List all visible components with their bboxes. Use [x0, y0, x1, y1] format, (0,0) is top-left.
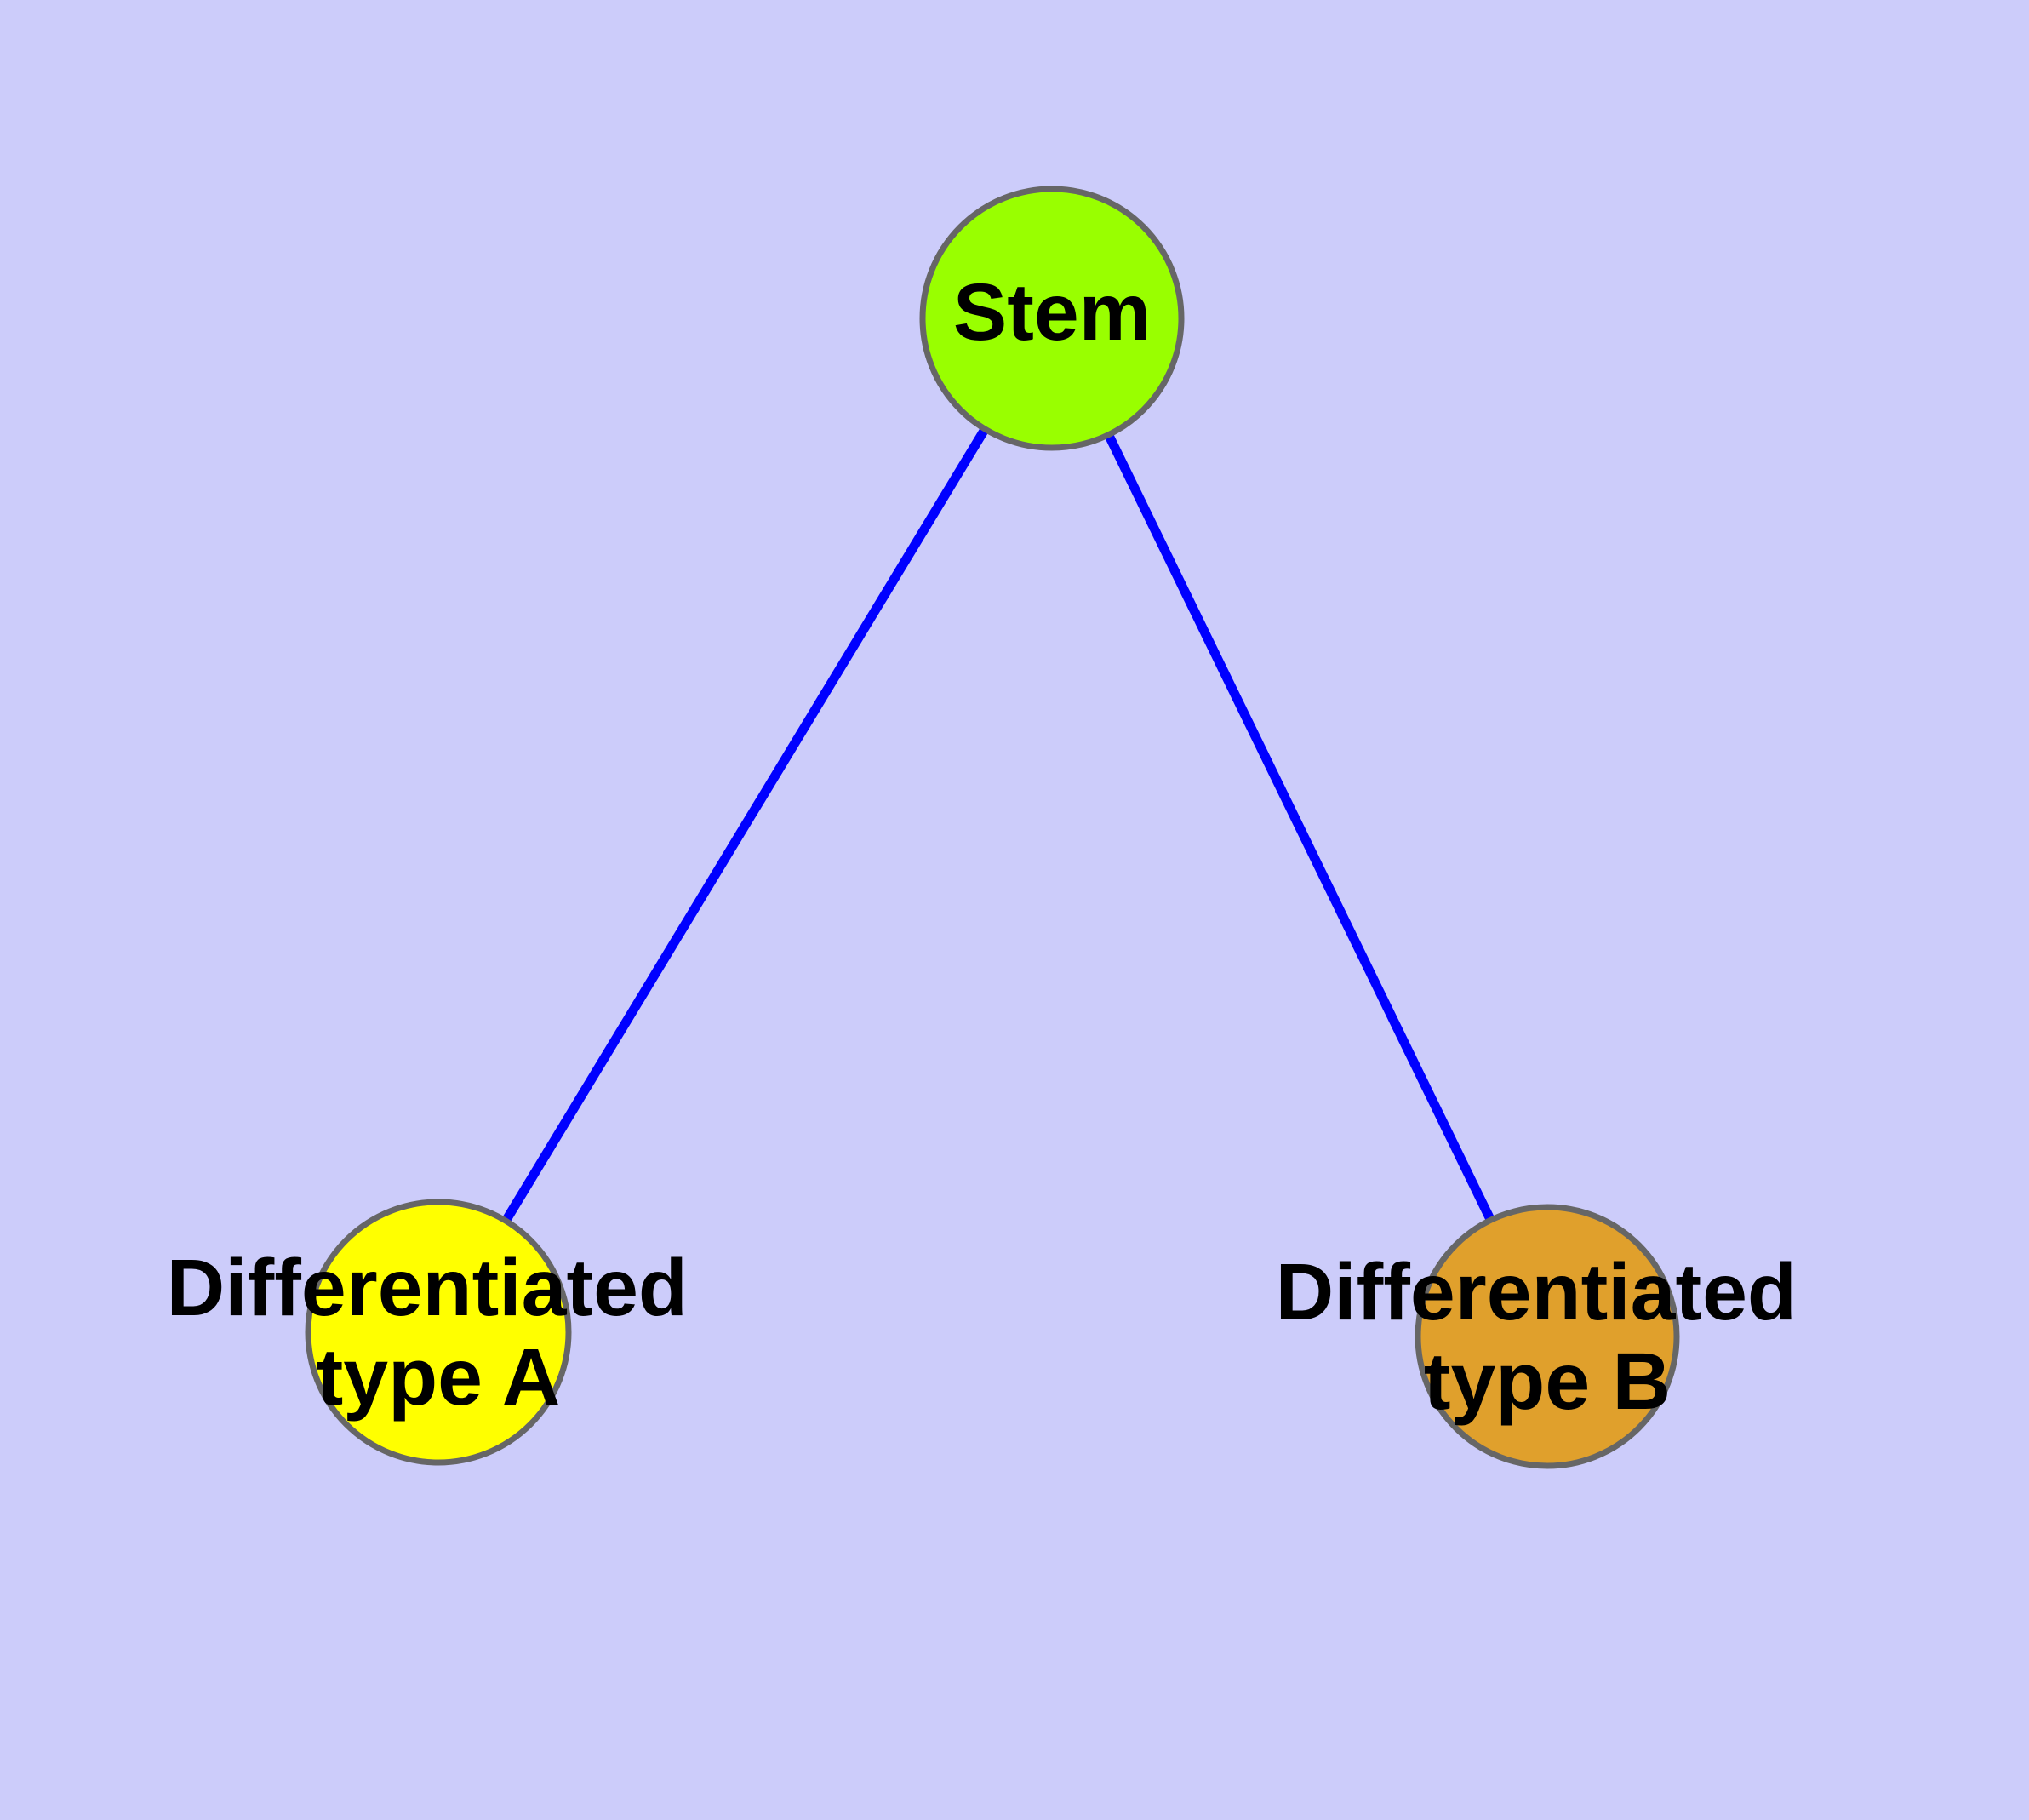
- node-layer: Stem Differentiated type A Differentiate…: [167, 186, 1820, 1469]
- node-differentiated-type-b-circle[interactable]: [1415, 1204, 1680, 1469]
- node-differentiated-type-b-label-line-2: type B: [1424, 1336, 1671, 1427]
- edge-stem-to-differentiated-type-a[interactable]: [434, 316, 1056, 1335]
- edge-stem-to-differentiated-type-b[interactable]: [1048, 316, 1552, 1339]
- node-differentiated-type-a[interactable]: Differentiated type A: [167, 1199, 711, 1466]
- node-differentiated-type-a-label-line-2: type A: [317, 1332, 561, 1422]
- node-stem-label-line-1: Stem: [953, 267, 1151, 358]
- node-differentiated-type-a-label: Differentiated type A: [167, 1243, 711, 1422]
- node-stem-label: Stem: [953, 267, 1151, 358]
- node-differentiated-type-a-label-line-1: Differentiated: [167, 1243, 688, 1333]
- node-differentiated-type-b[interactable]: Differentiated type B: [1276, 1204, 1820, 1469]
- node-differentiated-type-b-label-line-1: Differentiated: [1276, 1247, 1797, 1337]
- node-stem-circle[interactable]: [919, 186, 1185, 451]
- node-differentiated-type-a-circle[interactable]: [305, 1199, 572, 1466]
- node-differentiated-type-b-label: Differentiated type B: [1276, 1247, 1820, 1427]
- node-stem[interactable]: Stem: [919, 186, 1185, 451]
- edge-layer: [434, 316, 1552, 1339]
